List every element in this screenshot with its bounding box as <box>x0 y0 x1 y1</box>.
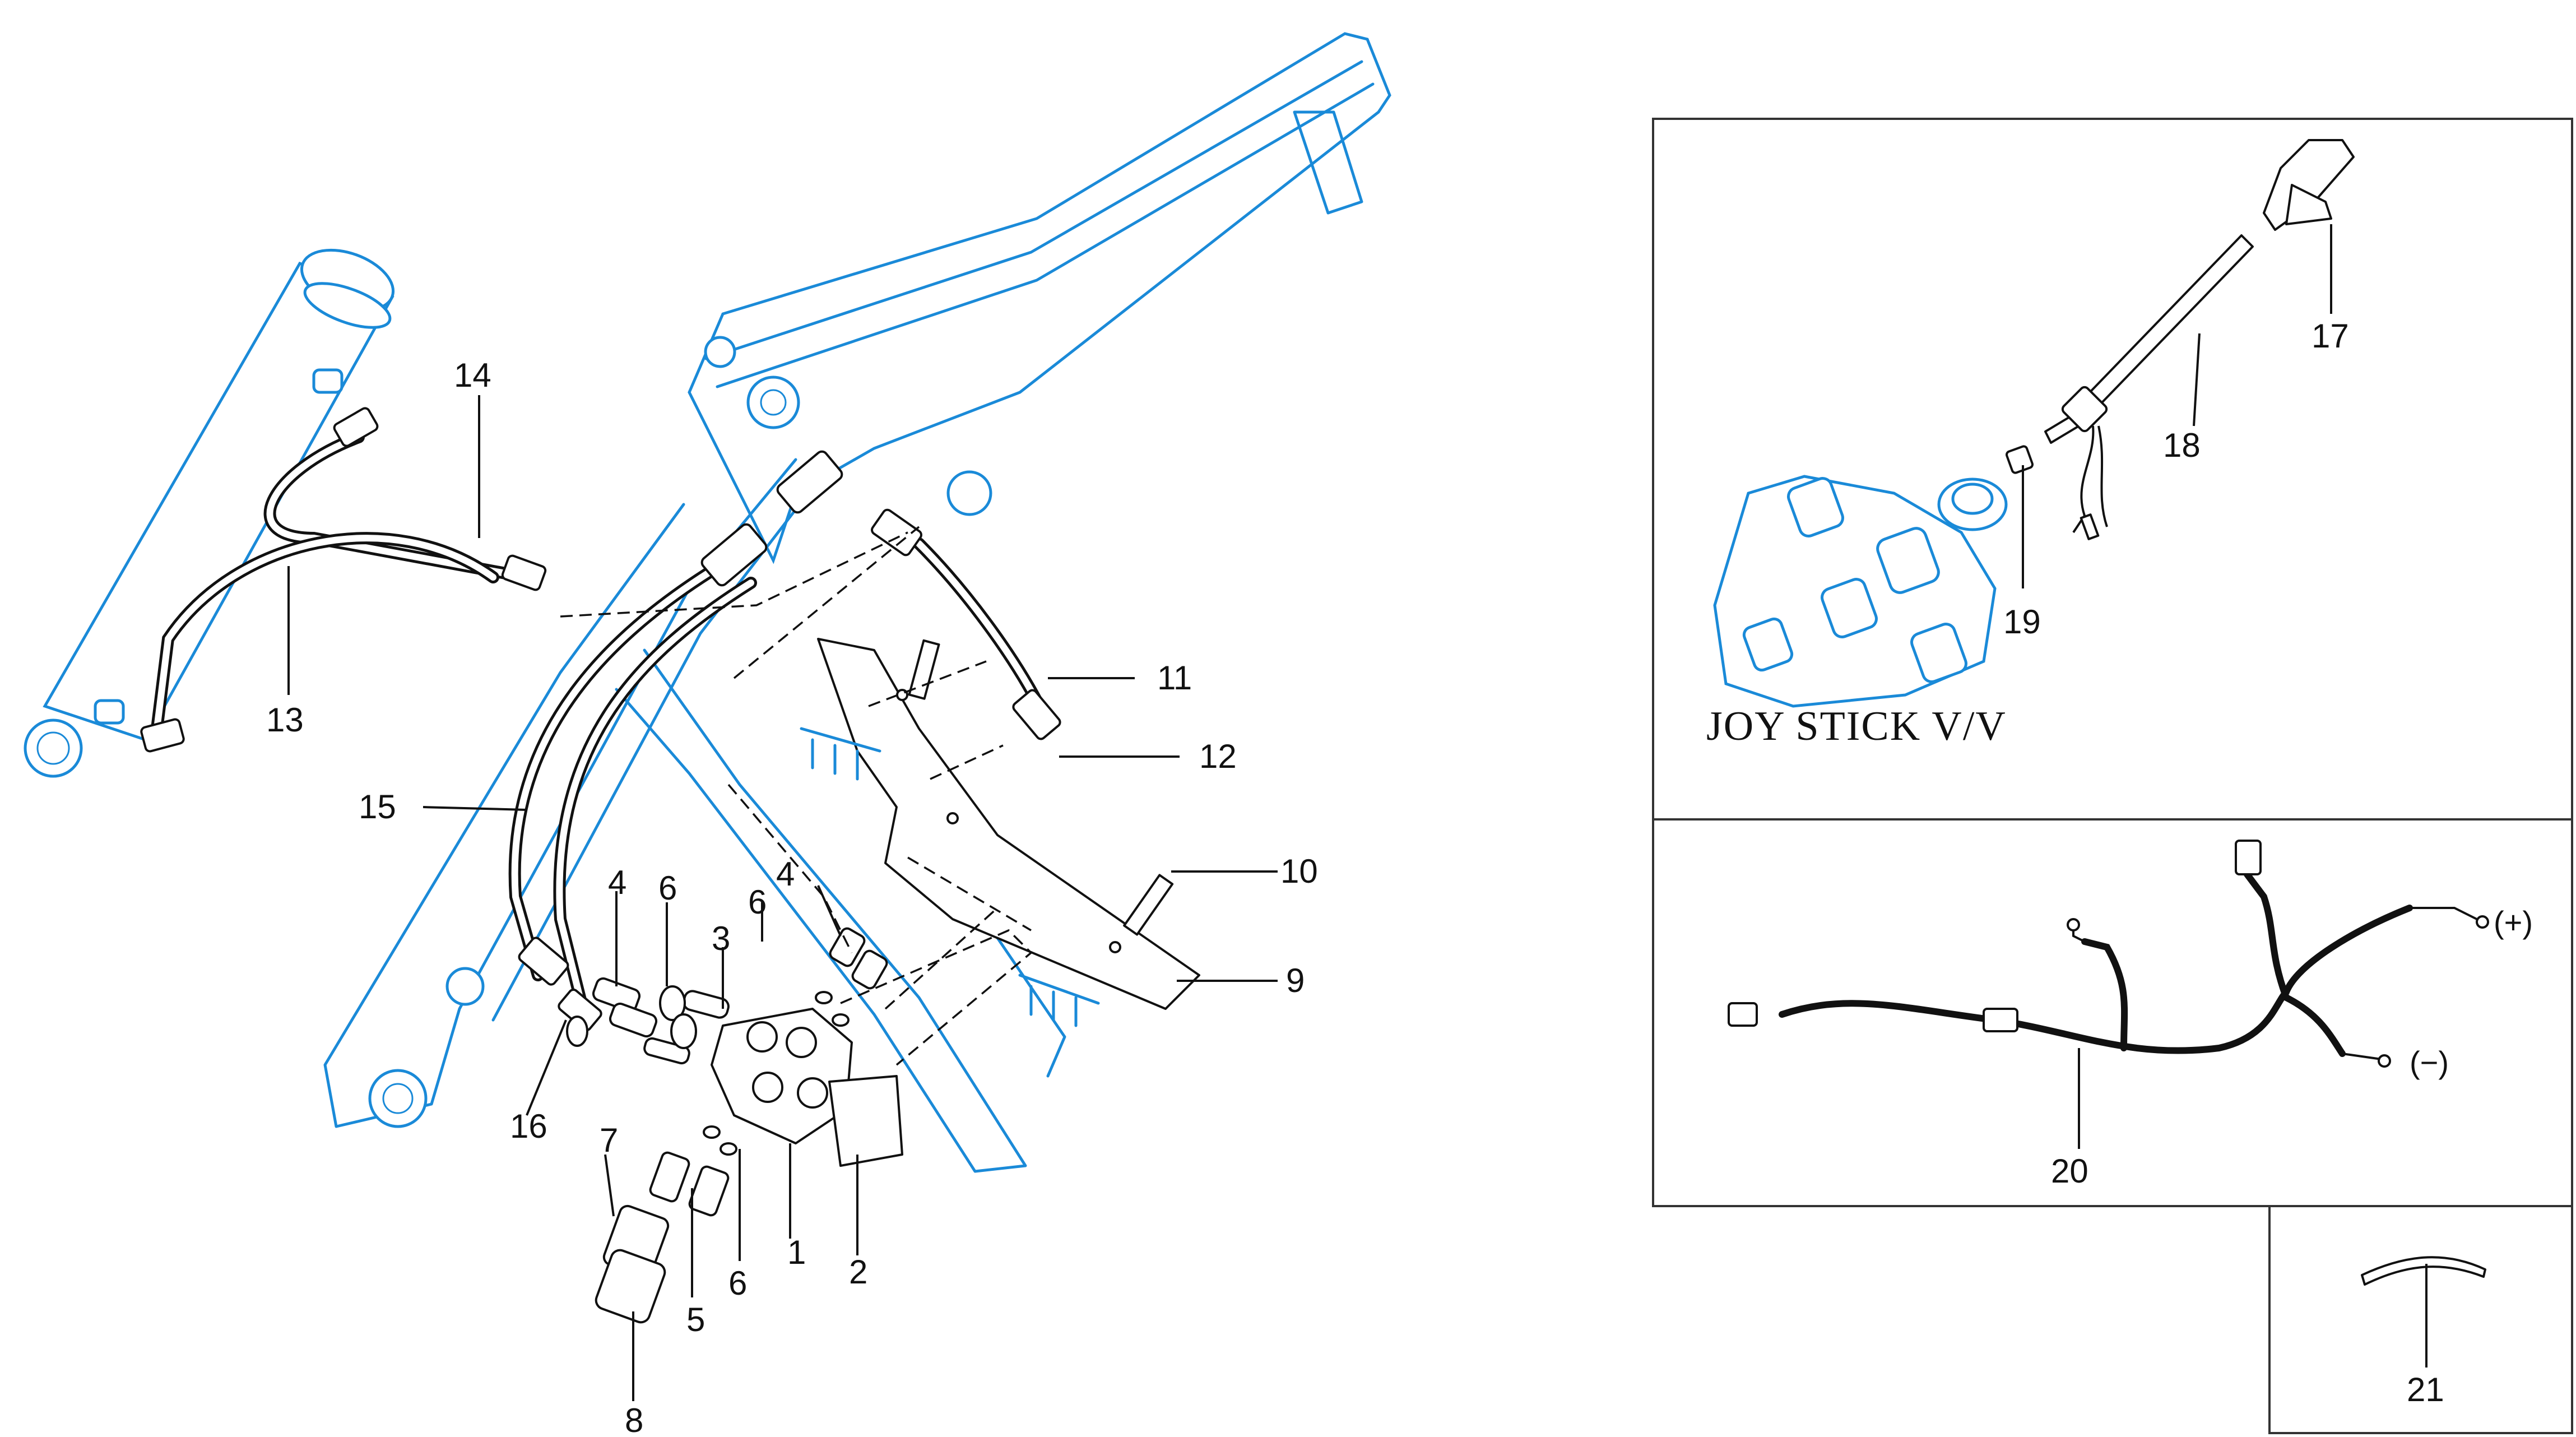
callout-14: 14 <box>454 356 491 394</box>
hydraulic-hoses <box>140 407 1061 1032</box>
callout-4b: 4 <box>776 855 795 893</box>
callout-16: 16 <box>510 1107 547 1145</box>
assembly-guide-lines <box>560 526 1033 1066</box>
part-21-detail: 21 <box>2361 1256 2486 1408</box>
callout-5: 5 <box>686 1301 705 1338</box>
callout-20: 20 <box>2051 1152 2088 1190</box>
callout-18: 18 <box>2163 427 2201 464</box>
callout-8: 8 <box>625 1402 643 1437</box>
leader-lines <box>287 395 1278 1401</box>
callout-12: 12 <box>1199 738 1237 775</box>
callout-10: 10 <box>1280 852 1318 890</box>
callout-3: 3 <box>712 920 730 957</box>
callout-7: 7 <box>600 1121 618 1159</box>
callout-9: 9 <box>1286 962 1305 999</box>
valve-bracket <box>800 638 1200 1027</box>
callout-1: 1 <box>787 1234 806 1271</box>
callout-21: 21 <box>2407 1371 2444 1408</box>
joystick-panel-title: JOY STICK V/V <box>1706 703 2007 749</box>
callout-6b: 6 <box>748 883 767 921</box>
part21-panel-frame <box>2268 1205 2573 1434</box>
callout-15: 15 <box>359 788 396 826</box>
callout-17: 17 <box>2312 317 2349 355</box>
wiring-harness: 20 (+) (−) <box>1728 840 2533 1190</box>
harness-panel-frame <box>1652 818 2573 1207</box>
callout-6c: 6 <box>728 1264 747 1302</box>
loader-arm-frame <box>24 32 1391 1173</box>
joystick-assembly: 17 18 19 JOY STICK V/V <box>1706 139 2355 749</box>
harness-negative-label: (−) <box>2410 1045 2449 1080</box>
callout-19: 19 <box>2003 603 2041 641</box>
callout-6a: 6 <box>658 869 677 907</box>
callout-11: 11 <box>1157 659 1192 697</box>
harness-positive-label: (+) <box>2494 905 2533 940</box>
detail-panels <box>1652 118 2573 1434</box>
callout-4a: 4 <box>608 864 626 901</box>
callout-labels: 1 2 3 4 4 5 6 6 6 7 8 9 10 11 12 13 14 1… <box>266 356 1318 1437</box>
callout-2: 2 <box>849 1253 867 1291</box>
callout-13: 13 <box>266 701 304 739</box>
control-valve-assembly <box>566 927 903 1324</box>
